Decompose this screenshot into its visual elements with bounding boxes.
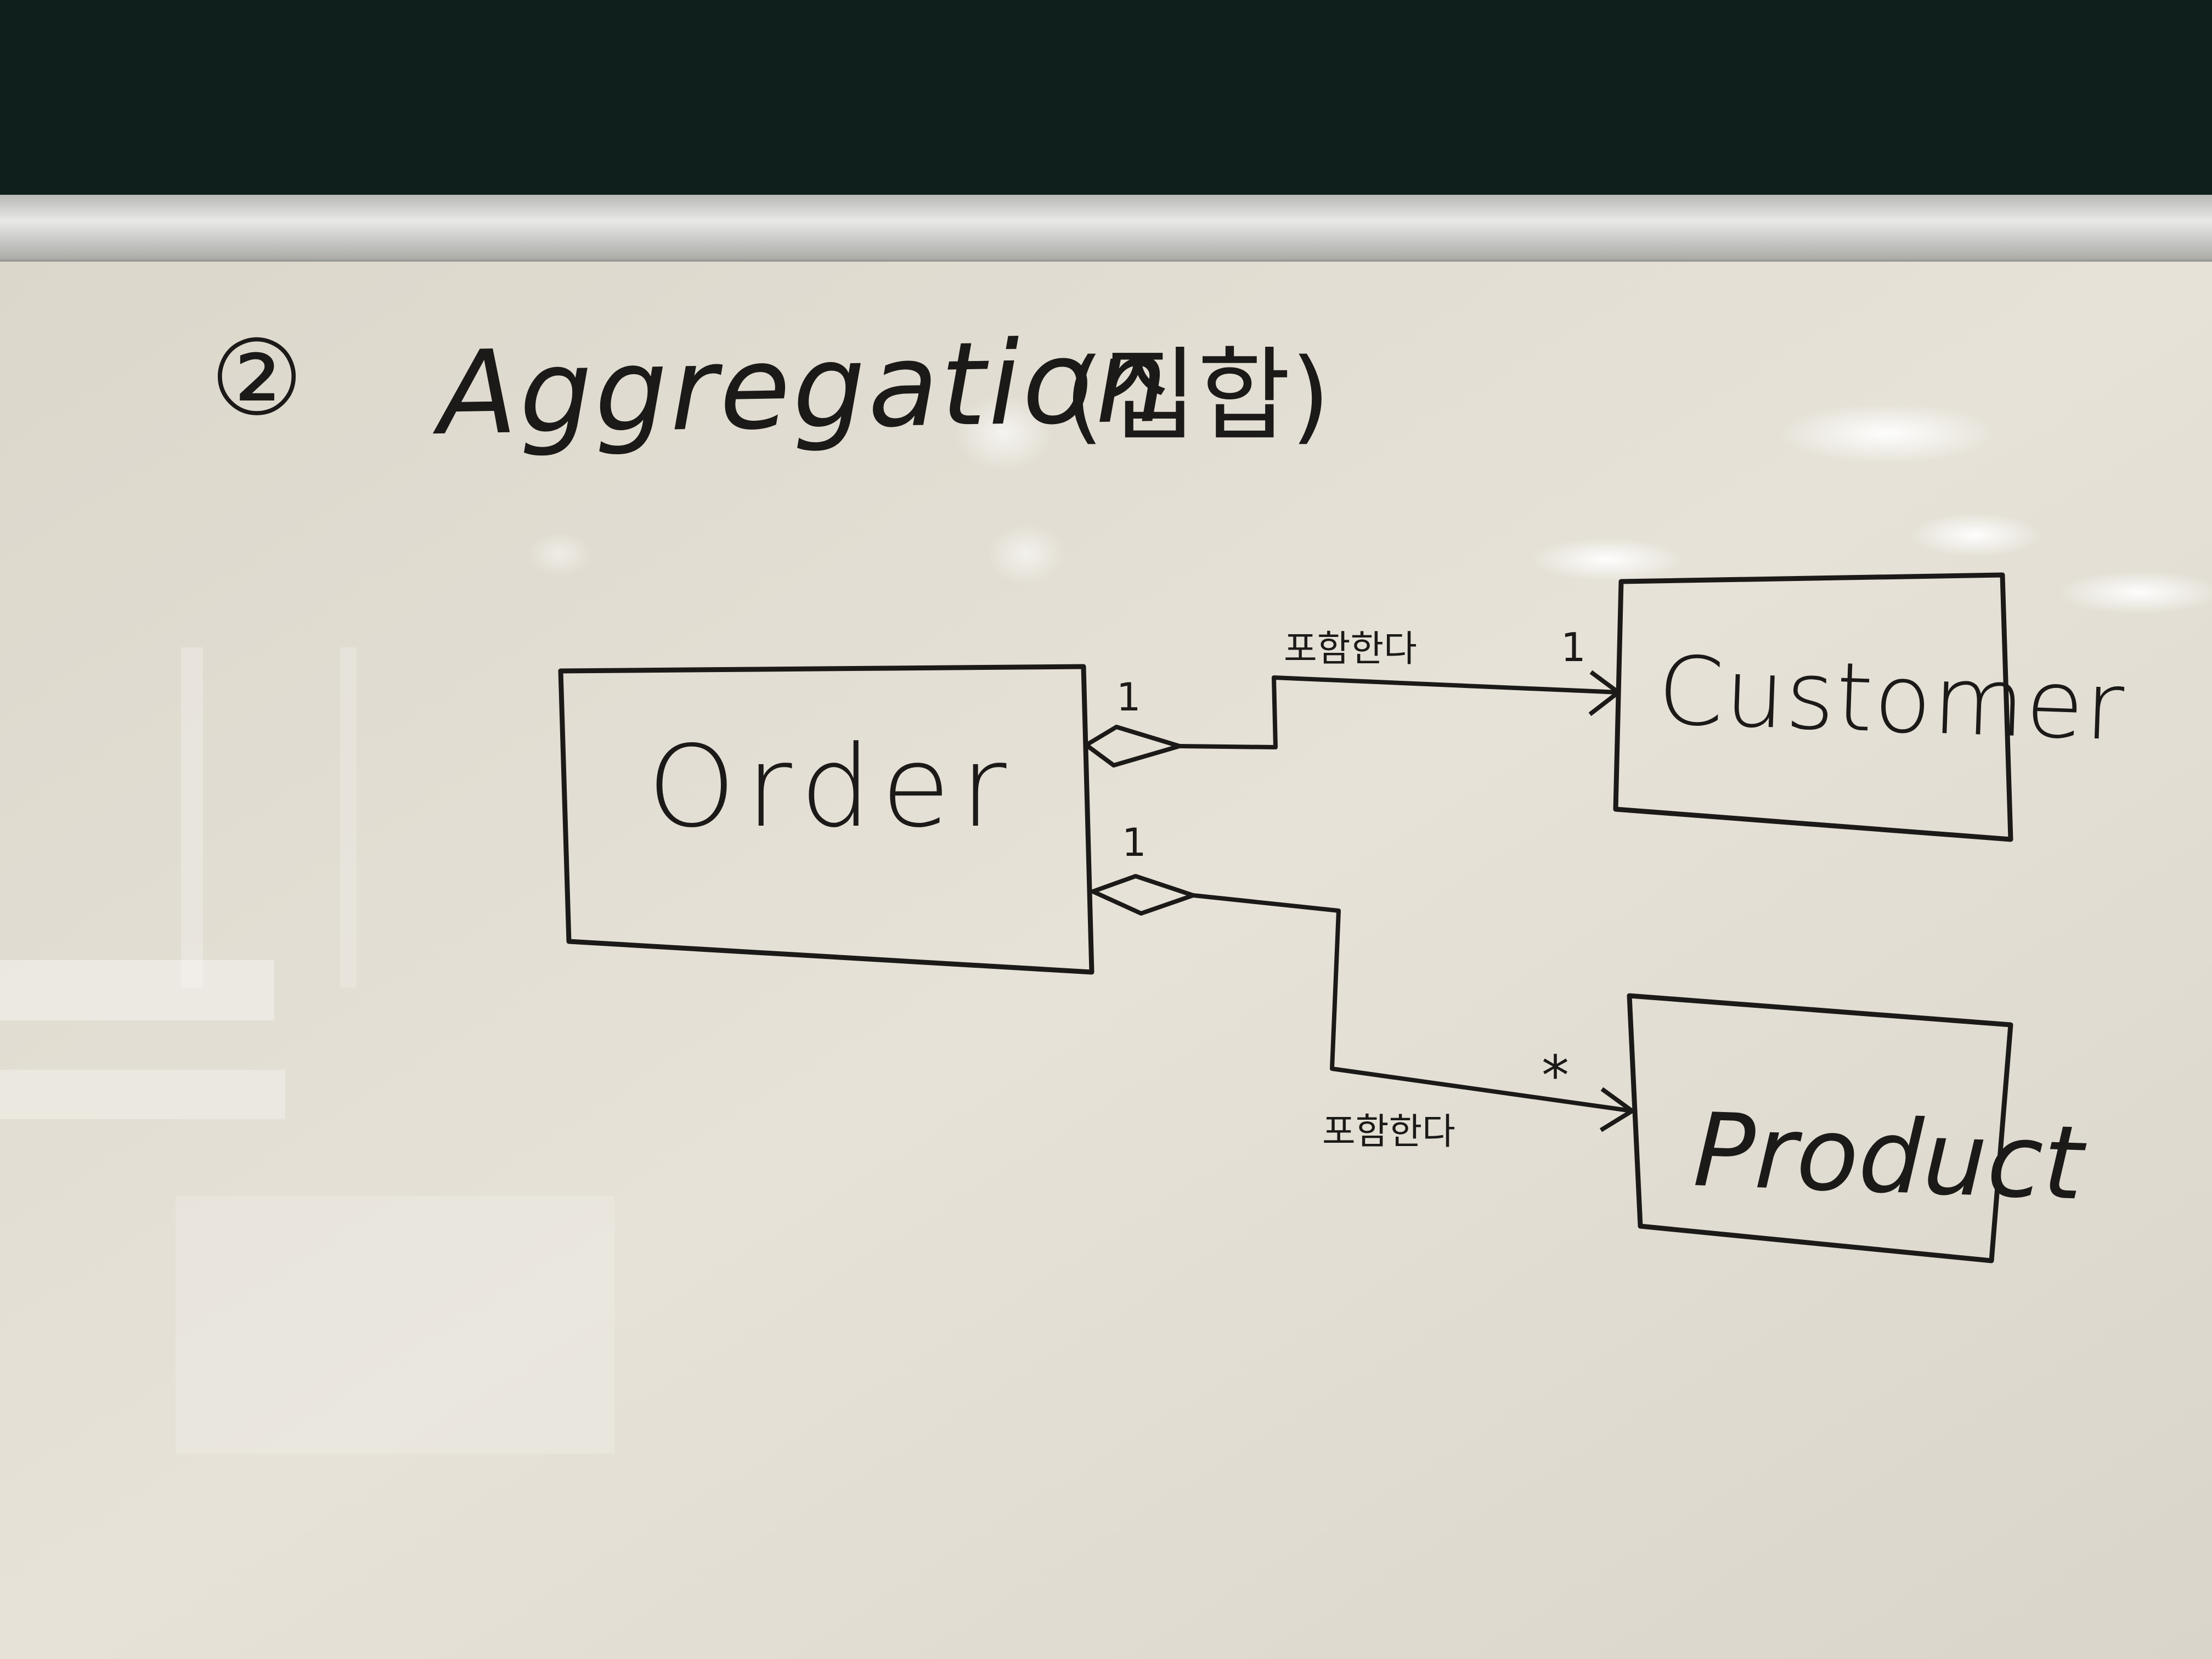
order-box — [558, 664, 1094, 975]
heading-korean: (집합) — [1064, 336, 1330, 455]
arrowhead-customer — [1588, 670, 1621, 716]
chalkboard-background — [0, 0, 2212, 198]
multiplicity-product: * — [1542, 1043, 1569, 1108]
whiteboard-surface — [0, 258, 2212, 1659]
class-customer: Customer — [1613, 572, 2127, 842]
light-glare — [0, 395, 2212, 1454]
product-label: Product — [1691, 1091, 2088, 1223]
association-customer: 포함한다 1 1 — [1084, 624, 1621, 768]
association-label-customer: 포함한다 — [1284, 628, 1417, 670]
association-line-product — [1193, 893, 1633, 1113]
heading-title: Aggregation — [431, 314, 1171, 461]
multiplicity-order-customer: 1 — [1116, 675, 1141, 720]
heading: ② Aggregation (집합) — [210, 314, 1330, 461]
class-order: Order — [558, 664, 1094, 975]
association-label-product: 포함한다 — [1322, 1110, 1455, 1153]
association-line-customer — [1179, 675, 1619, 749]
association-product: 포함한다 1 * — [1091, 820, 1634, 1153]
product-box — [1627, 993, 2013, 1263]
customer-label: Customer — [1656, 635, 2127, 762]
multiplicity-order-product: 1 — [1122, 820, 1147, 865]
order-label: Order — [647, 722, 1017, 853]
whiteboard-rail — [0, 195, 2212, 261]
class-product: Product — [1627, 993, 2089, 1263]
multiplicity-customer: 1 — [1561, 624, 1586, 670]
customer-box — [1613, 572, 2013, 842]
heading-number: ② — [210, 318, 303, 439]
arrowhead-product — [1599, 1087, 1634, 1132]
